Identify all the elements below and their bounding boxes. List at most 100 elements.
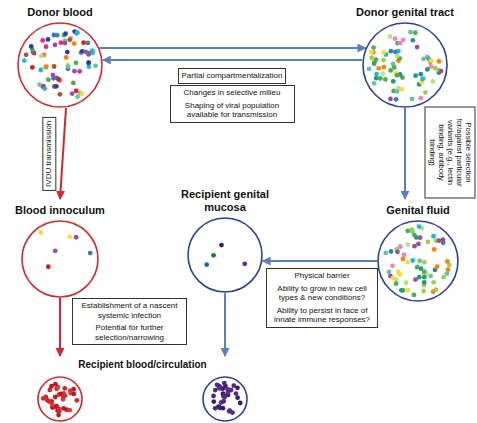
virus-dot bbox=[381, 50, 386, 55]
virus-dot bbox=[413, 277, 418, 282]
virus-dot bbox=[38, 68, 43, 73]
virus-pool-circle: Donor genital tract bbox=[354, 2, 456, 109]
pool-title: Donor blood bbox=[27, 6, 92, 19]
virus-dot bbox=[410, 38, 415, 43]
flow-arrow bbox=[99, 47, 365, 49]
virus-dot bbox=[381, 65, 386, 70]
virus-dot bbox=[434, 287, 439, 292]
virus-dot bbox=[230, 410, 235, 415]
virus-dot bbox=[88, 251, 93, 256]
note-text: Possible selection for/against particula… bbox=[428, 110, 473, 194]
pool-outline bbox=[18, 23, 102, 107]
virus-dot bbox=[415, 45, 420, 50]
virus-dot bbox=[437, 59, 442, 64]
virus-dot bbox=[395, 89, 400, 94]
virus-dot bbox=[238, 401, 243, 406]
virus-dot bbox=[431, 234, 436, 239]
virus-dot bbox=[235, 385, 240, 390]
pool-title: Donor genital tract bbox=[356, 6, 454, 19]
flow-arrow bbox=[60, 108, 66, 199]
pool-figure bbox=[10, 375, 275, 423]
virus-dot bbox=[372, 61, 377, 66]
virus-dot bbox=[380, 71, 385, 76]
virus-dot bbox=[367, 67, 372, 72]
virus-dot bbox=[410, 97, 415, 102]
virus-dot bbox=[52, 64, 57, 69]
virus-dot bbox=[391, 79, 396, 84]
virus-dot bbox=[66, 64, 71, 69]
pool-figure bbox=[186, 216, 264, 294]
virus-dot bbox=[390, 263, 395, 268]
virus-dot bbox=[388, 97, 393, 102]
virus-dot bbox=[432, 247, 437, 252]
virus-dot bbox=[74, 60, 79, 65]
virus-pool-circle: Donor blood bbox=[14, 2, 106, 109]
pool-outline bbox=[378, 221, 458, 301]
note-box: Establishment of a nascent systemic infe… bbox=[72, 298, 187, 345]
virus-dot bbox=[46, 264, 51, 269]
pool-title: Blood innoculum bbox=[15, 204, 105, 217]
virus-dot bbox=[61, 394, 66, 399]
virus-dot bbox=[24, 52, 29, 57]
virus-dot bbox=[395, 73, 400, 78]
pool-outline bbox=[188, 218, 262, 292]
virus-dot bbox=[409, 227, 414, 232]
virus-dot bbox=[394, 281, 399, 286]
virus-dot bbox=[413, 73, 418, 78]
virus-dot bbox=[425, 239, 430, 244]
virus-dot bbox=[86, 60, 91, 65]
virus-dot bbox=[429, 59, 434, 64]
virus-dot bbox=[433, 66, 438, 71]
virus-dot bbox=[49, 384, 54, 389]
virus-dot bbox=[222, 381, 227, 386]
virus-dot bbox=[395, 54, 400, 59]
virus-dot bbox=[374, 57, 379, 62]
virus-dot bbox=[392, 65, 397, 70]
virus-dot bbox=[38, 230, 43, 235]
pool-outline bbox=[22, 221, 98, 297]
virus-dot bbox=[431, 280, 436, 285]
virus-dot bbox=[418, 96, 423, 101]
virus-dot bbox=[378, 76, 383, 81]
virus-dot bbox=[412, 292, 417, 297]
virus-dot bbox=[383, 77, 388, 82]
virus-dot bbox=[63, 31, 68, 36]
note-text: Ability to persist in face of innate imm… bbox=[270, 306, 374, 325]
virus-dot bbox=[430, 79, 435, 84]
pool-title: Recipient blood/circulation bbox=[10, 357, 275, 371]
virus-dot bbox=[439, 69, 444, 74]
virus-dot bbox=[435, 264, 440, 269]
virus-dot bbox=[51, 33, 56, 38]
virus-dot bbox=[213, 406, 218, 411]
virus-pool-circle: Blood innoculum bbox=[13, 200, 107, 299]
virus-dot bbox=[422, 280, 427, 285]
virus-dot bbox=[71, 81, 76, 86]
virus-dot bbox=[445, 271, 450, 276]
virus-dot bbox=[62, 386, 67, 391]
virus-dot bbox=[61, 406, 66, 411]
virus-dot bbox=[437, 238, 442, 243]
virus-dot bbox=[399, 288, 404, 293]
virus-dot bbox=[22, 58, 27, 63]
virus-dot bbox=[401, 256, 406, 261]
virus-dot bbox=[57, 92, 62, 97]
virus-dot bbox=[47, 399, 52, 404]
virus-dot bbox=[30, 65, 35, 70]
flow-arrow bbox=[59, 298, 61, 356]
note-box: Changes in selective milieuShaping of vi… bbox=[170, 85, 295, 123]
flow-arrow bbox=[103, 59, 363, 61]
pool-figure bbox=[376, 219, 460, 303]
virus-dot bbox=[42, 86, 47, 91]
virus-dot bbox=[211, 399, 216, 404]
pool-figure bbox=[20, 219, 100, 299]
virus-dot bbox=[46, 37, 51, 42]
virus-dot bbox=[422, 269, 427, 274]
virus-dot bbox=[242, 262, 247, 267]
virus-dot bbox=[413, 30, 418, 35]
virus-dot bbox=[418, 72, 423, 77]
virus-dot bbox=[401, 252, 406, 257]
virus-dot bbox=[428, 274, 433, 279]
virus-dot bbox=[422, 275, 427, 280]
virus-dot bbox=[44, 64, 49, 69]
virus-dot bbox=[63, 41, 68, 46]
